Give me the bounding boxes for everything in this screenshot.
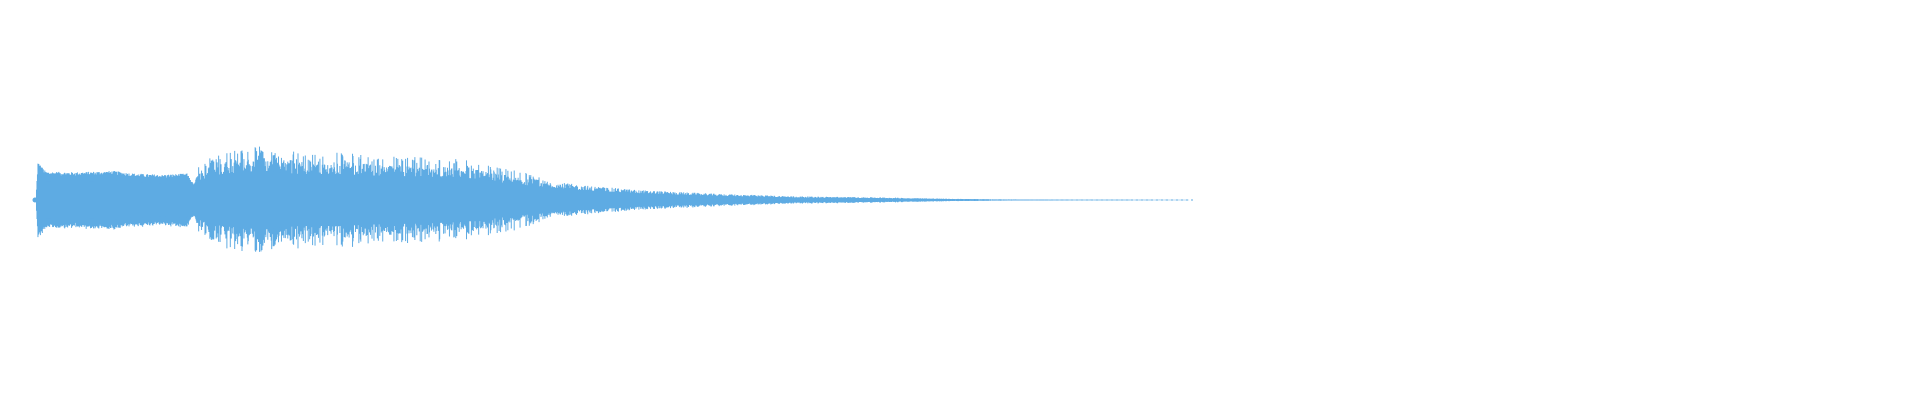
waveform-samples <box>35 146 1195 252</box>
waveform-start-marker <box>32 197 38 203</box>
waveform-core <box>36 170 1195 230</box>
